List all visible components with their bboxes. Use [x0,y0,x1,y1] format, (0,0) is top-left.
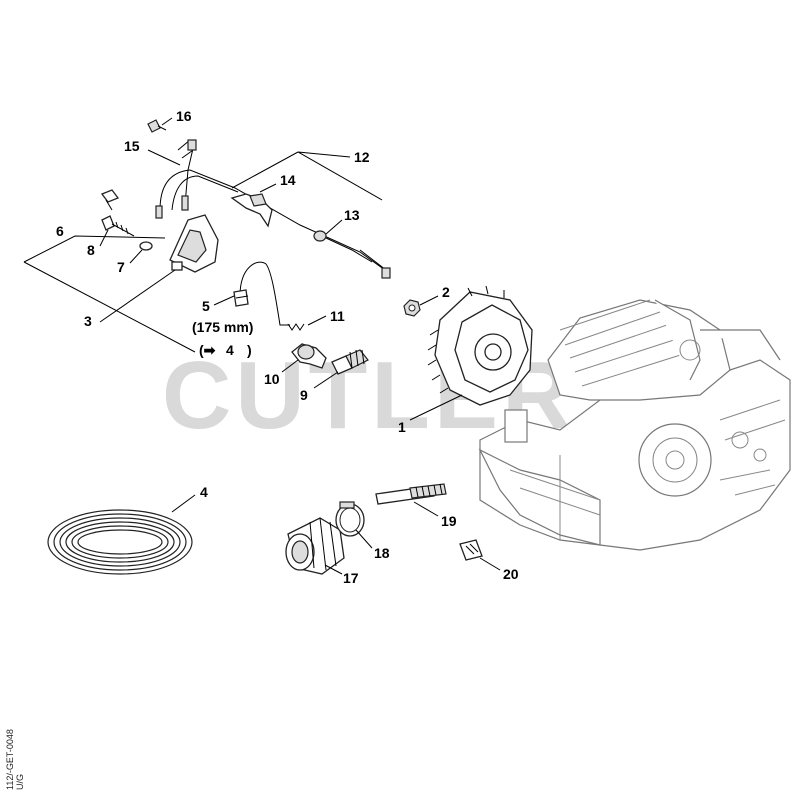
ref-arrow: (➡ [199,342,216,358]
ignition-module [169,214,219,273]
callout-14: 14 [280,172,296,188]
doc-ref-small-text: U/G [15,774,25,790]
callout-6: 6 [56,223,64,239]
leader-9 [313,371,339,389]
wiring-harness [155,139,386,271]
leader-7 [129,249,143,264]
leader-4 [171,494,196,513]
screw-8 [101,215,135,237]
flywheel [427,285,533,406]
leader-20 [479,557,501,571]
doc-ref-text: 112/-GET-0048 [5,729,15,790]
leader-10 [281,359,299,373]
leader-13 [325,219,343,235]
leader-18 [355,529,373,549]
callout-13: 13 [344,207,360,223]
leader-3 [99,269,176,323]
leader-16 [161,117,173,126]
callout-19: 19 [441,513,457,529]
leader-11 [307,315,327,326]
callout-11: 11 [330,308,345,324]
bracket-lower [23,261,196,353]
hose-clamp [335,501,365,537]
leader-1 [409,394,463,421]
label-plate [459,539,483,561]
bellows [285,517,345,575]
spark-plug [331,349,369,375]
leader-5 [213,295,235,306]
washer [139,241,153,251]
leader-2 [419,295,439,306]
callout-10: 10 [264,371,280,387]
grommet-13 [313,230,391,279]
callout-17: 17 [343,570,359,586]
nut [403,299,421,317]
engine-assembly [478,299,791,551]
callout-8: 8 [87,242,95,258]
callout-1: 1 [398,419,406,435]
callout-4-ref: 4 [226,342,234,358]
callout-9: 9 [300,387,308,403]
fitting [375,483,447,505]
ignition-lead [233,261,290,326]
leader-19 [413,501,439,517]
leader-15 [147,149,181,166]
callout-5: 5 [202,298,210,314]
screw-16 [147,119,167,133]
grommet-14 [230,193,273,228]
callout-4: 4 [200,484,208,500]
callout-20: 20 [503,566,519,582]
spring [287,323,305,331]
leader-8 [99,229,109,247]
callout-18: 18 [374,545,390,561]
spiral-tubing [47,509,193,575]
lead-length-note: (175 mm) [192,319,253,335]
ref-close: ) [247,342,252,358]
spark-plug-boot [291,343,327,369]
leader-14 [259,183,277,193]
callout-3: 3 [84,313,92,329]
callout-15: 15 [124,138,140,154]
callout-7: 7 [117,259,125,275]
callout-12: 12 [354,149,370,165]
leader-17 [324,564,343,575]
screw-6 [100,189,120,211]
document-reference: 112/-GET-0048 U/G [5,729,25,790]
callout-16: 16 [176,108,192,124]
callout-2: 2 [442,284,450,300]
bracket-6 [23,235,166,263]
bracket-12 [231,151,383,201]
